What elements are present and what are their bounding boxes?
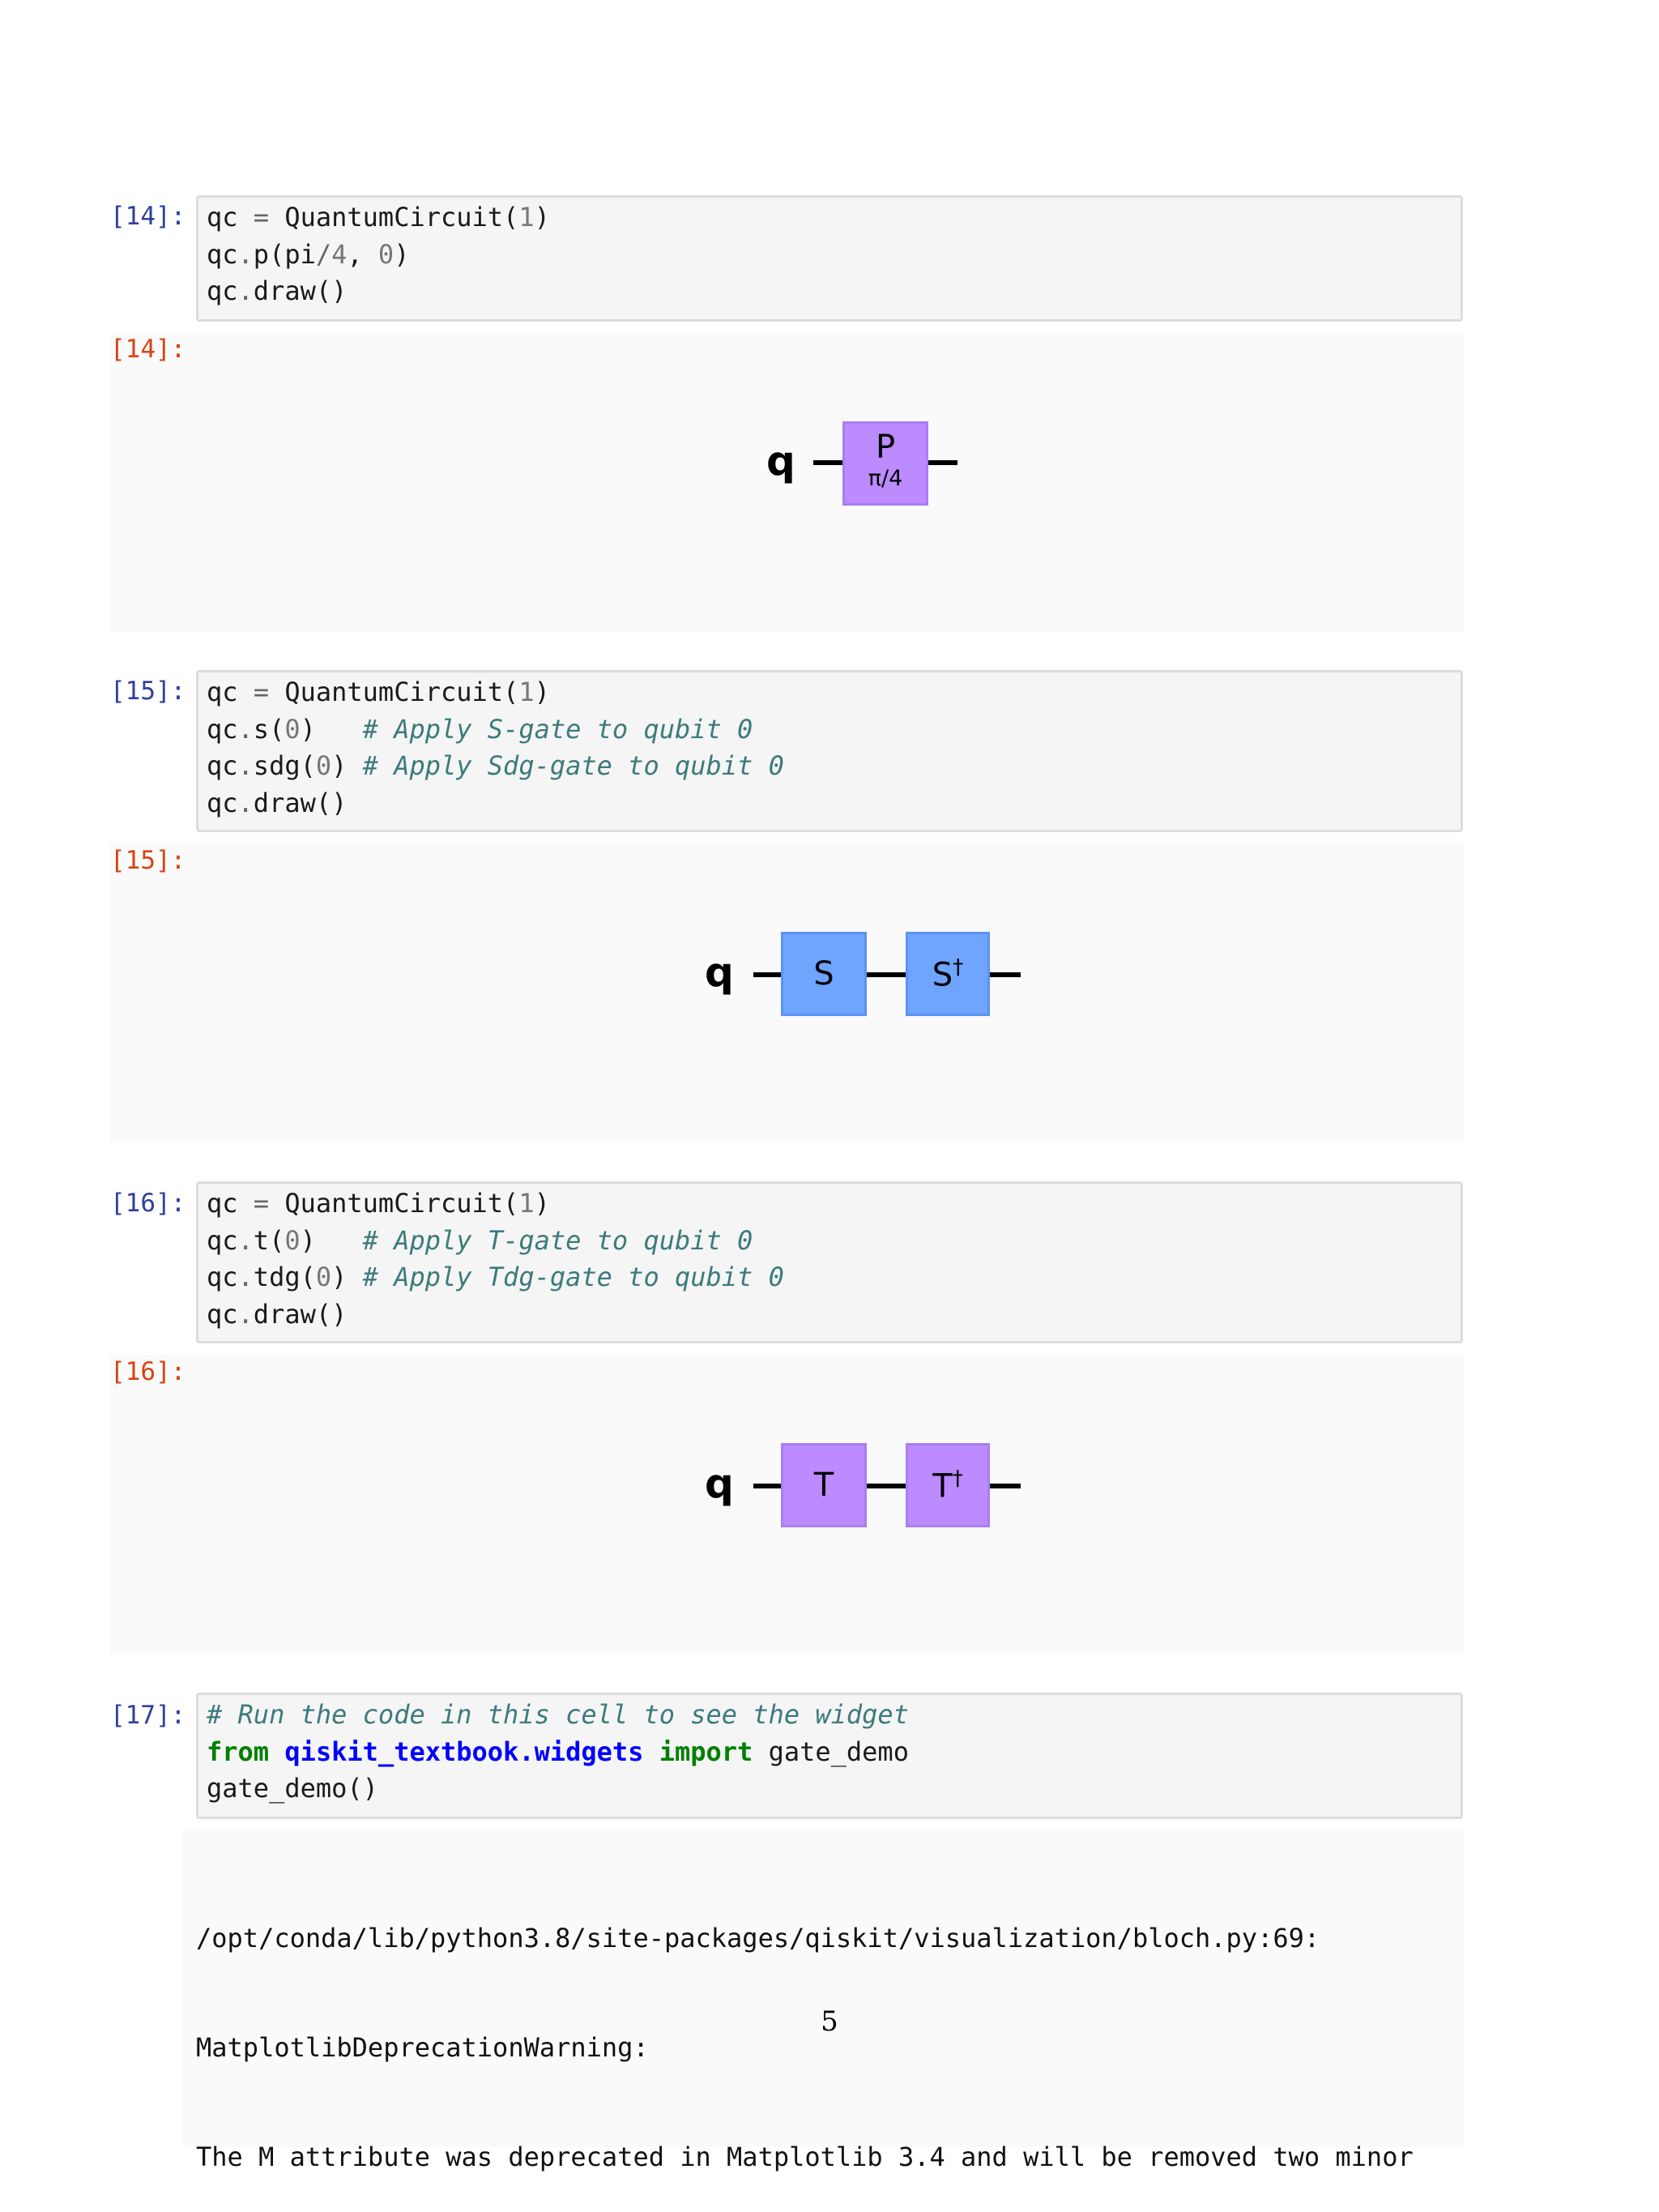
gate-label: S† <box>932 955 964 994</box>
qubit-label: q <box>705 949 734 996</box>
code-line: qc.s(0) # Apply S-gate to qubit 0 <box>207 713 753 745</box>
code-line: qc.p(pi/4, 0) <box>207 238 410 270</box>
qubit-label: q <box>766 438 795 485</box>
code-line: qc.t(0) # Apply T-gate to qubit 0 <box>207 1224 753 1256</box>
input-prompt: [15]: <box>110 677 186 706</box>
gate-label: S <box>813 955 834 993</box>
output-prompt: [16]: <box>110 1357 186 1386</box>
tdg-gate: T† <box>906 1443 990 1527</box>
gate-parameter: π/4 <box>868 466 903 491</box>
code-line: qc.draw() <box>207 275 348 306</box>
code-line: qc.tdg(0) # Apply Tdg-gate to qubit 0 <box>207 1262 784 1292</box>
phase-gate: P π/4 <box>842 421 928 506</box>
code-line: qc.draw() <box>207 1298 348 1330</box>
stream-line: MatplotlibDeprecationWarning: <box>196 2032 649 2063</box>
gate-label: T <box>813 1467 834 1504</box>
code-cell[interactable]: qc = QuantumCircuit(1) qc.p(pi/4, 0) qc.… <box>196 195 1463 322</box>
output-area <box>183 1830 1465 2147</box>
code-line: gate_demo() <box>207 1773 378 1804</box>
qubit-wire <box>753 972 1021 977</box>
stream-line: The M attribute was deprecated in Matplo… <box>196 2142 1414 2172</box>
sdg-gate: S† <box>906 932 990 1016</box>
dagger-superscript: † <box>953 955 964 980</box>
page-number: 5 <box>821 2005 838 2038</box>
code-cell[interactable]: # Run the code in this cell to see the w… <box>196 1693 1463 1819</box>
output-area <box>110 332 1465 632</box>
code-line: # Run the code in this cell to see the w… <box>207 1699 909 1730</box>
gate-label: T† <box>932 1467 963 1505</box>
t-gate: T <box>781 1443 867 1527</box>
qubit-label: q <box>705 1460 734 1507</box>
code-line: qc = QuantumCircuit(1) <box>207 677 550 707</box>
input-prompt: [16]: <box>110 1189 186 1218</box>
input-prompt: [17]: <box>110 1701 186 1730</box>
code-line: qc.draw() <box>207 787 348 818</box>
output-prompt: [14]: <box>110 335 186 364</box>
code-cell[interactable]: qc = QuantumCircuit(1) qc.s(0) # Apply S… <box>196 670 1463 832</box>
code-cell[interactable]: qc = QuantumCircuit(1) qc.t(0) # Apply T… <box>196 1181 1463 1343</box>
dagger-superscript: † <box>952 1467 963 1491</box>
code-line: qc.sdg(0) # Apply Sdg-gate to qubit 0 <box>207 750 784 781</box>
qubit-wire <box>753 1484 1021 1488</box>
output-prompt: [15]: <box>110 846 186 875</box>
code-line: qc = QuantumCircuit(1) <box>207 1188 550 1219</box>
stream-line: /opt/conda/lib/python3.8/site-packages/q… <box>196 1923 1320 1954</box>
s-gate: S <box>781 932 867 1016</box>
gate-label: P <box>875 429 896 466</box>
code-line: from qiskit_textbook.widgets import gate… <box>207 1736 909 1767</box>
input-prompt: [14]: <box>110 202 186 231</box>
code-line: qc = QuantumCircuit(1) <box>207 202 550 233</box>
